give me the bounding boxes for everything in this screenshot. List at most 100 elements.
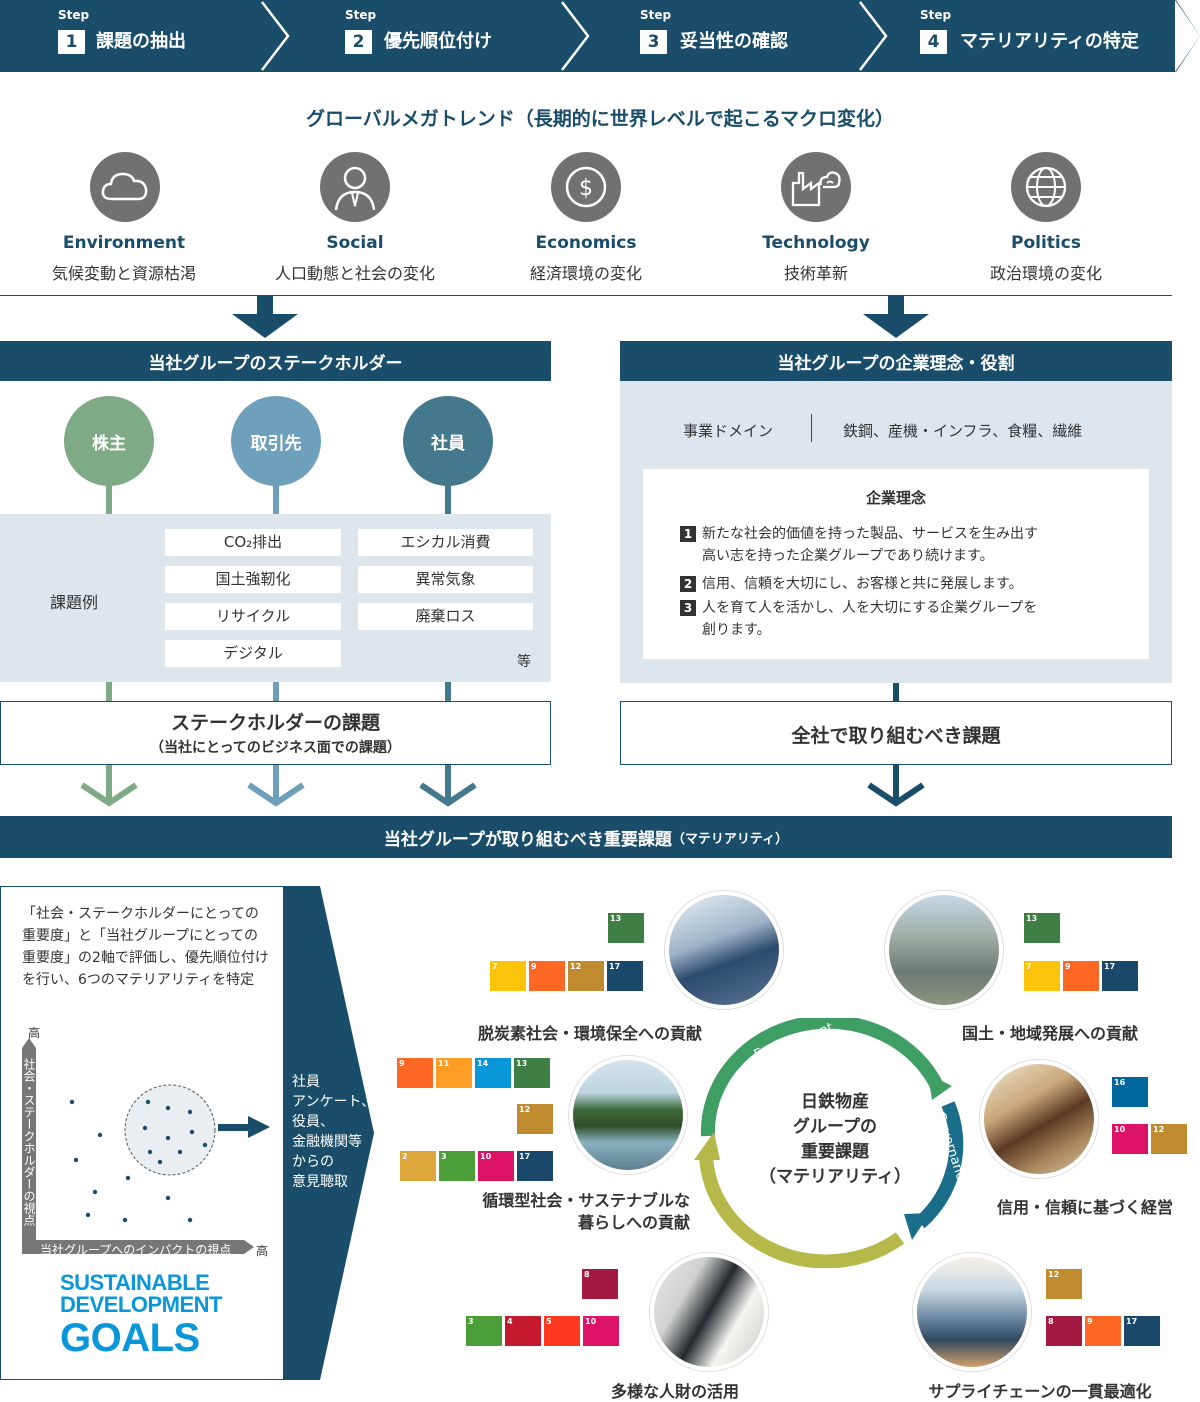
globe-icon: [1011, 152, 1081, 222]
solar-panel-photo: [665, 891, 783, 1009]
sdg-goal-7-icon: 7: [1024, 961, 1060, 991]
center-line: （マテリアリティ）: [759, 1167, 911, 1187]
issue-tag: 廃棄ロス: [358, 603, 533, 630]
trend-en-label: Economics: [535, 233, 637, 253]
issue-tag: リサイクル: [165, 603, 341, 630]
issues-label: 課題例: [50, 593, 99, 612]
materiality-label: 信用・信頼に基づく経営: [996, 1198, 1173, 1217]
business-partner-circle: 取引先: [231, 396, 321, 486]
down-arrows: [232, 296, 929, 338]
company-down-arrow: [867, 765, 925, 807]
step-title: 課題の抽出: [96, 31, 186, 52]
stakeholder-down-arrows: [80, 765, 477, 807]
factory-icon: [781, 152, 851, 222]
connector-line: [893, 683, 899, 701]
evaluation-text: 「社会・ステークホルダーにとっての重要度」と「当社グループにとっての重要度」の2…: [22, 906, 269, 988]
company-issues-box: [620, 701, 1172, 765]
sdgs-logo-line: DEVELOPMENT: [60, 1292, 222, 1317]
step-label: Step: [920, 8, 952, 22]
trend-jp-label: 人口動態と社会の変化: [274, 264, 435, 283]
step-title: 優先順位付け: [384, 31, 492, 52]
etc-label: 等: [517, 654, 531, 670]
sdg-goal-12-icon: 12: [568, 961, 604, 991]
trend-jp-label: 政治環境の変化: [989, 264, 1102, 283]
stakeholder-issues-sub: （当社にとってのビジネス面での課題）: [150, 740, 401, 756]
materiality-label: 国土・地域発展への貢献: [961, 1024, 1138, 1043]
materiality-label-line: 暮らしへの貢献: [577, 1213, 690, 1232]
step-number: 3: [640, 30, 667, 54]
sdg-goal-10-icon: 10: [1112, 1124, 1148, 1154]
step-number: 2: [345, 30, 372, 54]
sdg-goal-12-icon: 12: [1046, 1269, 1082, 1299]
step-label: Step: [640, 8, 672, 22]
sdg-goal-7-icon: 7: [490, 961, 526, 991]
philosophy-header: 当社グループの企業理念・役割: [620, 341, 1172, 381]
svg-text:$: $: [579, 176, 593, 201]
sdg-group: 12: [517, 1104, 556, 1138]
matrix-chart: [22, 1038, 270, 1254]
sdg-group: 13: [608, 913, 647, 947]
item-line: 信用、信頼を大切にし、お客様と共に発展します。: [702, 576, 1023, 592]
notebook-photo: [980, 1060, 1098, 1178]
step-title: マテリアリティの特定: [960, 31, 1139, 52]
materiality-label-line: 循環型社会・サステナブルな: [482, 1191, 690, 1210]
sdg-goal-14-icon: 14: [475, 1058, 511, 1088]
sdg-goal-17-icon: 17: [517, 1151, 553, 1181]
sdg-goal-9-icon: 9: [529, 961, 565, 991]
axis-y-label: 社会・ステークホルダーの視点: [22, 1058, 36, 1226]
domain-label: 事業ドメイン: [683, 422, 774, 440]
sdg-goal-9-icon: 9: [397, 1058, 433, 1088]
item-line: 創ります。: [702, 622, 771, 638]
domain-value: 鉄鋼、産機・インフラ、食糧、繊維: [843, 422, 1083, 440]
item-number: 3: [680, 600, 696, 616]
trend-en-label: Environment: [62, 233, 186, 253]
employee-circle: 社員: [403, 396, 493, 486]
materiality-label: 循環型社会・サステナブルな 暮らしへの貢献: [430, 1190, 690, 1234]
item-line: 人を育て人を活かし、人を大切にする企業グループを: [702, 600, 1038, 616]
industrial-port-photo: [913, 1253, 1031, 1371]
business-people-photo: [650, 1253, 768, 1371]
issue-tag: CO₂排出: [165, 529, 341, 556]
sdg-goal-8-icon: 8: [1046, 1316, 1082, 1346]
axis-high-x: 高: [256, 1244, 269, 1258]
hearing-line: からの: [292, 1154, 334, 1170]
sdgs-logo-line: SUSTAINABLE: [60, 1270, 210, 1295]
sdg-goal-13-icon: 13: [514, 1058, 550, 1088]
center-line: グループの: [793, 1117, 877, 1137]
hearing-text: 社員 アンケート、 役員、 金融機関等 からの 意見聴取: [292, 1072, 375, 1192]
stakeholder-issues-box: [0, 701, 551, 765]
sdg-goal-5-icon: 5: [544, 1316, 580, 1346]
item-number: 1: [680, 526, 696, 542]
step-label: Step: [58, 8, 90, 22]
sdg-goal-9-icon: 9: [1063, 961, 1099, 991]
divider-line: [0, 295, 1172, 296]
stakeholder-issues-title: ステークホルダーの課題: [170, 712, 380, 734]
sdg-goal-13-icon: 13: [1024, 913, 1060, 943]
trend-en-label: Technology: [762, 233, 870, 253]
philosophy-title: 企業理念: [865, 489, 926, 507]
sdgs-logo-line: GOALS: [60, 1316, 200, 1360]
materiality-band-title: 当社グループが取り組むべき重要課題: [383, 829, 672, 850]
shareholder-circle: 株主: [64, 396, 154, 486]
hearing-line: 金融機関等: [292, 1134, 362, 1150]
sdg-goal-17-icon: 17: [607, 961, 643, 991]
sdg-goal-16-icon: 16: [1112, 1077, 1148, 1107]
trend-en-label: Social: [326, 233, 384, 253]
center-line: 重要課題: [801, 1142, 869, 1162]
step-label: Step: [345, 8, 377, 22]
step-chevrons: [261, 0, 1200, 72]
person-icon: [320, 152, 390, 222]
cloud-icon: [90, 152, 160, 222]
trend-en-label: Politics: [1011, 233, 1081, 253]
trend-jp-label: 経済環境の変化: [529, 264, 642, 283]
item-line: 高い志を持った企業グループであり続けます。: [702, 548, 994, 564]
issue-tag: 国土強靭化: [165, 566, 341, 593]
